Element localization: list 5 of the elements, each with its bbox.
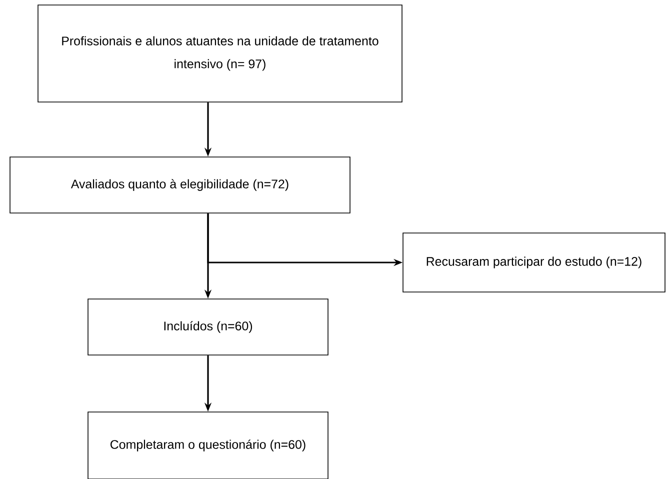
process-box: Profissionais e alunos atuantes na unidade de tratamento intensivo (n= 97) <box>38 4 402 102</box>
process-box: Completaram o questionário (n=60) <box>88 412 328 479</box>
process-box: Avaliados quanto à elegibilidade (n=72) <box>10 156 350 214</box>
process-box: Recusaram participar do estudo (n=12) <box>402 232 666 292</box>
process-box: Incluídos (n=60) <box>88 298 328 356</box>
